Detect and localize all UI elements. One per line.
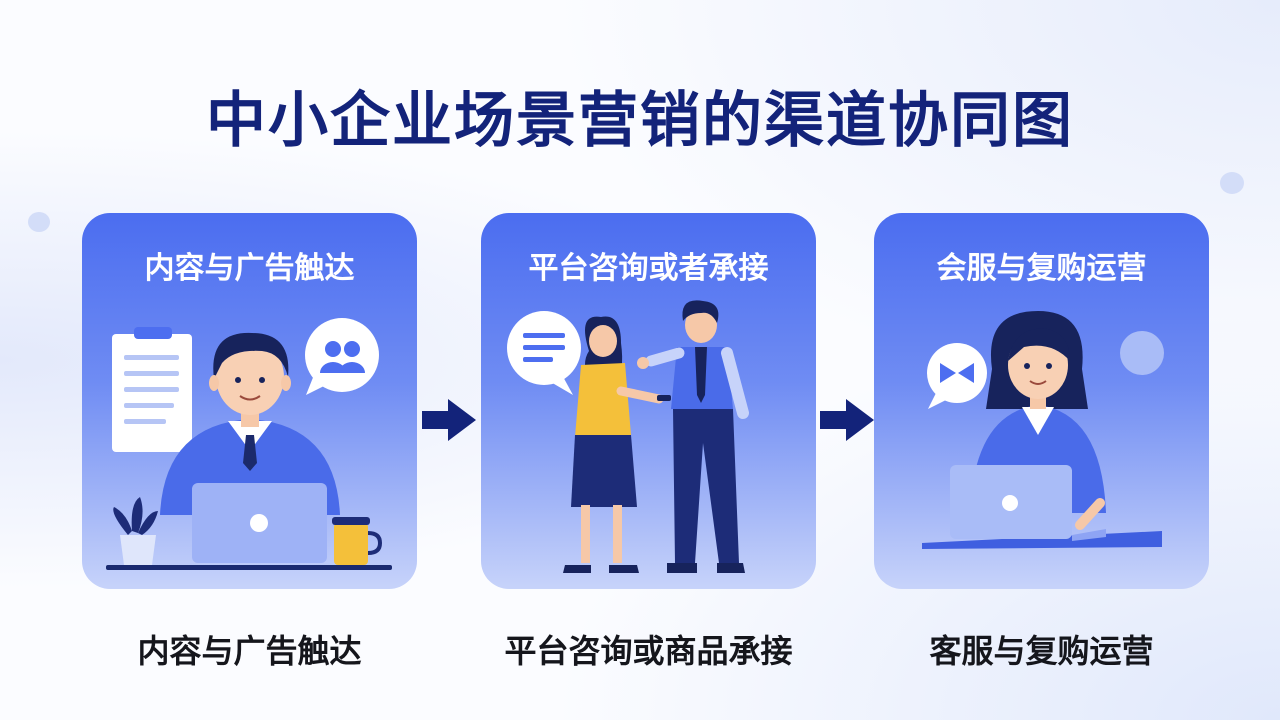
step2-illustration xyxy=(507,300,749,573)
step3-card-title: 会服与复购运营 xyxy=(936,251,1147,286)
step-card-service-repurchase: 会服与复购运营 xyxy=(874,213,1209,589)
coffee-cup-icon xyxy=(332,517,383,565)
woman-figure xyxy=(563,316,671,573)
desk-line xyxy=(106,565,392,570)
clipboard-icon xyxy=(112,327,192,452)
decor-dot-left xyxy=(28,212,50,232)
arrow-right-icon xyxy=(820,399,874,441)
step3-illustration xyxy=(922,311,1164,549)
step-card-content-ads: 内容与广告触达 xyxy=(82,213,417,589)
step-card-platform-consult: 平台咨询或者承接 xyxy=(481,213,816,589)
step2-card-title: 平台咨询或者承接 xyxy=(528,251,769,286)
smartphone-icon xyxy=(657,395,671,401)
plant-icon xyxy=(113,497,158,565)
step1-illustration xyxy=(106,318,392,570)
step2-caption: 平台咨询或商品承接 xyxy=(504,632,793,670)
diagram-title: 中小企业场景营销的渠道协同图 xyxy=(206,86,1074,156)
step1-card-title: 内容与广告触达 xyxy=(144,251,355,286)
chat-bubble-people-icon xyxy=(305,318,379,395)
man-figure xyxy=(637,300,749,573)
step3-caption: 客服与复购运营 xyxy=(929,632,1154,670)
decor-dot-right xyxy=(1220,172,1244,194)
decor-circle xyxy=(1120,331,1164,375)
chat-bubble-text-icon xyxy=(507,311,581,395)
laptop-icon xyxy=(922,465,1162,549)
arrow-right-icon xyxy=(422,399,476,441)
laptop-icon xyxy=(192,483,327,563)
chat-bubble-play-icon xyxy=(927,343,987,409)
step1-caption: 内容与广告触达 xyxy=(137,632,362,670)
